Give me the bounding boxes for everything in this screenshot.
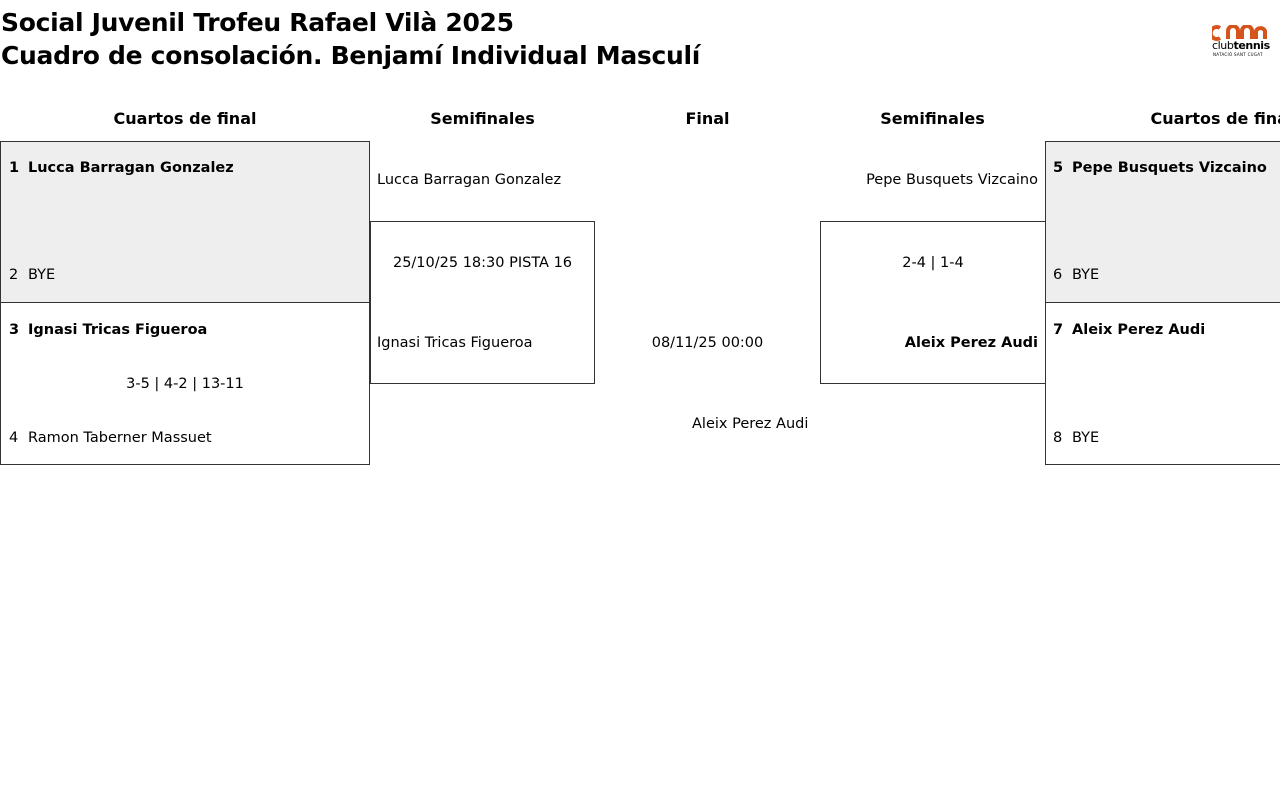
left-qf-match-2[interactable]: 3 Ignasi Tricas Figueroa 3-5 | 4-2 | 13-1… xyxy=(0,302,370,465)
round-header-right-qf: Cuartos de final xyxy=(1150,109,1280,128)
player-name: BYE xyxy=(1072,267,1100,283)
player-slot[interactable]: 2 BYE xyxy=(9,267,55,283)
left-sf-player-2[interactable]: Ignasi Tricas Figueroa xyxy=(377,335,533,351)
player-name: Ramon Taberner Massuet xyxy=(28,430,212,446)
logo-subtitle: NATACIÓ SANT CUGAT xyxy=(1213,52,1263,57)
player-slot[interactable]: 4 Ramon Taberner Massuet xyxy=(9,430,212,446)
right-qf-match-2[interactable]: 7 Aleix Perez Audi 8 BYE xyxy=(1045,302,1280,465)
seed-number: 8 xyxy=(1053,430,1063,446)
player-slot[interactable]: 6 BYE xyxy=(1053,267,1099,283)
player-name: Ignasi Tricas Figueroa xyxy=(28,322,208,338)
match-score: 3-5 | 4-2 | 13-11 xyxy=(126,376,244,392)
round-header-right-sf: Semifinales xyxy=(880,109,985,128)
final-schedule: 08/11/25 00:00 xyxy=(651,335,764,351)
player-name: Pepe Busquets Vizcaino xyxy=(1072,160,1267,176)
right-qf-match-1[interactable]: 5 Pepe Busquets Vizcaino 6 BYE xyxy=(1045,141,1280,303)
player-slot[interactable]: 1 Lucca Barragan Gonzalez xyxy=(9,160,234,176)
logo-mark-icon xyxy=(1212,25,1267,41)
logo-wordmark: clubtennis xyxy=(1212,39,1270,52)
left-sf-player-1[interactable]: Lucca Barragan Gonzalez xyxy=(377,172,562,188)
page-title: Social Juvenil Trofeu Rafael Vilà 2025 xyxy=(1,8,514,37)
right-sf-match[interactable]: 2-4 | 1-4 Aleix Perez Audi xyxy=(820,221,1046,384)
match-score: 2-4 | 1-4 xyxy=(902,255,964,271)
player-slot[interactable]: 7 Aleix Perez Audi xyxy=(1053,322,1205,338)
left-sf-match[interactable]: 25/10/25 18:30 PISTA 16 Ignasi Tricas Fi… xyxy=(370,221,595,384)
match-schedule: 25/10/25 18:30 PISTA 16 xyxy=(392,255,573,271)
player-name: BYE xyxy=(1072,430,1100,446)
page-subtitle: Cuadro de consolación. Benjamí Individua… xyxy=(1,41,701,70)
player-name: BYE xyxy=(28,267,56,283)
seed-number: 6 xyxy=(1053,267,1063,283)
round-header-left-qf: Cuartos de final xyxy=(113,109,257,128)
club-logo: clubtennis NATACIÓ SANT CUGAT xyxy=(1212,25,1270,61)
final-winner[interactable]: Aleix Perez Audi xyxy=(692,416,809,432)
player-slot[interactable]: 5 Pepe Busquets Vizcaino xyxy=(1053,160,1267,176)
right-sf-player-2[interactable]: Aleix Perez Audi xyxy=(904,335,1038,351)
player-name: Aleix Perez Audi xyxy=(1072,322,1206,338)
player-slot[interactable]: 3 Ignasi Tricas Figueroa xyxy=(9,322,207,338)
round-header-left-sf: Semifinales xyxy=(430,109,535,128)
player-name: Lucca Barragan Gonzalez xyxy=(28,160,234,176)
seed-number: 5 xyxy=(1053,160,1064,176)
left-qf-match-1[interactable]: 1 Lucca Barragan Gonzalez 2 BYE xyxy=(0,141,370,303)
seed-number: 1 xyxy=(9,160,20,176)
round-header-final: Final xyxy=(685,109,730,128)
seed-number: 4 xyxy=(9,430,19,446)
seed-number: 7 xyxy=(1053,322,1064,338)
seed-number: 2 xyxy=(9,267,19,283)
right-sf-player-1[interactable]: Pepe Busquets Vizcaino xyxy=(866,172,1038,188)
seed-number: 3 xyxy=(9,322,20,338)
player-slot[interactable]: 8 BYE xyxy=(1053,430,1099,446)
